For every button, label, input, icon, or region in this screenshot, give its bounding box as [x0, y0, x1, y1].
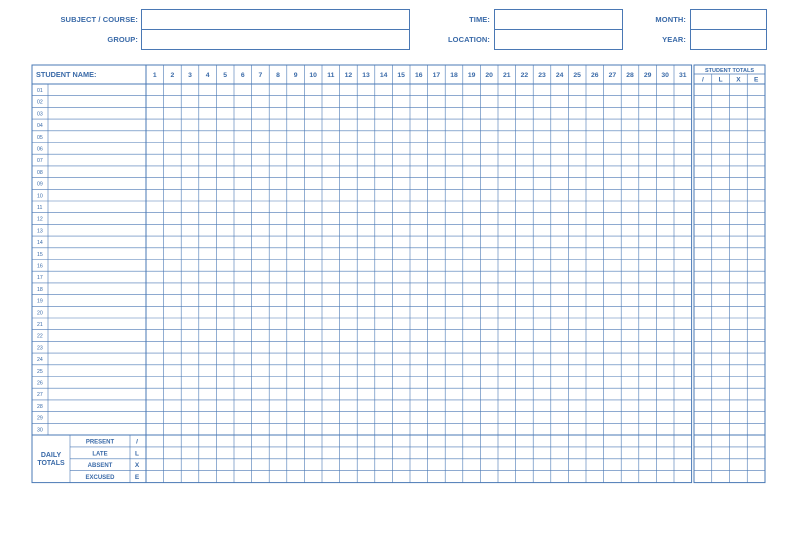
day-header-7: 7 — [259, 72, 263, 79]
day-header-23: 23 — [538, 72, 546, 79]
row-number-15: 15 — [37, 252, 43, 258]
row-number-30: 30 — [37, 427, 43, 433]
daily-row-label-absent: ABSENT — [88, 463, 113, 469]
day-header-3: 3 — [188, 72, 192, 79]
row-number-23: 23 — [37, 345, 43, 351]
year-field[interactable] — [690, 29, 767, 50]
day-header-21: 21 — [503, 72, 511, 79]
year-label: YEAR: — [662, 35, 686, 44]
day-header-31: 31 — [679, 72, 687, 79]
row-number-02: 02 — [37, 100, 43, 106]
day-header-15: 15 — [397, 72, 405, 79]
row-number-13: 13 — [37, 228, 43, 234]
student-totals-label: STUDENT TOTALS — [705, 68, 754, 74]
day-header-26: 26 — [591, 72, 599, 79]
row-number-25: 25 — [37, 369, 43, 375]
row-number-01: 01 — [37, 88, 43, 94]
row-number-09: 09 — [37, 182, 43, 188]
row-number-07: 07 — [37, 158, 43, 164]
main-grid-border — [31, 64, 693, 484]
day-header-16: 16 — [415, 72, 423, 79]
day-header-11: 11 — [327, 72, 334, 79]
totals-column-header: L — [719, 77, 723, 84]
row-number-28: 28 — [37, 404, 43, 410]
day-header-22: 22 — [521, 72, 529, 79]
day-header-27: 27 — [609, 72, 617, 79]
day-header-6: 6 — [241, 72, 245, 79]
row-number-17: 17 — [37, 275, 43, 281]
totals-column-header: X — [736, 77, 741, 84]
time-label: TIME: — [469, 15, 490, 24]
day-header-4: 4 — [206, 72, 210, 79]
day-header-30: 30 — [661, 72, 669, 79]
row-number-03: 03 — [37, 111, 43, 117]
day-header-24: 24 — [556, 72, 564, 79]
subject-label: SUBJECT / COURSE: — [60, 15, 138, 24]
day-header-10: 10 — [309, 72, 317, 79]
row-number-26: 26 — [37, 381, 43, 387]
group-field[interactable] — [141, 29, 410, 50]
row-number-19: 19 — [37, 299, 43, 305]
day-header-19: 19 — [468, 72, 476, 79]
location-field[interactable] — [494, 29, 623, 50]
row-number-04: 04 — [37, 123, 43, 129]
day-header-29: 29 — [644, 72, 652, 79]
day-header-9: 9 — [294, 72, 298, 79]
row-number-06: 06 — [37, 147, 43, 153]
row-number-20: 20 — [37, 310, 43, 316]
daily-row-label-excused: EXCUSED — [85, 475, 115, 481]
day-header-25: 25 — [573, 72, 581, 79]
totals-column-header: / — [702, 77, 704, 84]
row-number-05: 05 — [37, 135, 43, 141]
daily-row-code: E — [135, 474, 140, 481]
daily-row-code: X — [135, 462, 140, 469]
day-header-1: 1 — [153, 72, 157, 79]
row-number-14: 14 — [37, 240, 43, 246]
totals-column-header: E — [754, 77, 759, 84]
day-header-2: 2 — [171, 72, 175, 79]
daily-row-code: L — [135, 450, 139, 457]
row-number-18: 18 — [37, 287, 43, 293]
daily-row-label-late: LATE — [92, 451, 107, 457]
group-label: GROUP: — [107, 35, 138, 44]
day-header-14: 14 — [380, 72, 388, 79]
day-header-18: 18 — [450, 72, 458, 79]
row-number-21: 21 — [37, 322, 43, 328]
row-number-11: 11 — [37, 205, 42, 211]
row-number-24: 24 — [37, 357, 43, 363]
row-number-08: 08 — [37, 170, 43, 176]
row-number-29: 29 — [37, 416, 43, 422]
student-name-label: STUDENT NAME: — [36, 70, 96, 79]
row-number-10: 10 — [37, 193, 43, 199]
row-number-22: 22 — [37, 334, 43, 340]
location-label: LOCATION: — [447, 35, 490, 44]
daily-row-code: / — [136, 438, 138, 445]
day-header-28: 28 — [626, 72, 634, 79]
daily-row-label-present: PRESENT — [86, 439, 115, 445]
day-header-8: 8 — [276, 72, 280, 79]
day-header-5: 5 — [223, 72, 227, 79]
daily-totals-label: TOTALS — [37, 460, 65, 467]
row-number-12: 12 — [37, 217, 43, 223]
day-header-17: 17 — [433, 72, 441, 79]
day-header-12: 12 — [345, 72, 353, 79]
row-number-16: 16 — [37, 264, 43, 270]
day-header-13: 13 — [362, 72, 370, 79]
daily-totals-label: DAILY — [41, 452, 62, 459]
month-label: MONTH: — [655, 15, 686, 24]
row-number-27: 27 — [37, 392, 43, 398]
day-header-20: 20 — [485, 72, 493, 79]
